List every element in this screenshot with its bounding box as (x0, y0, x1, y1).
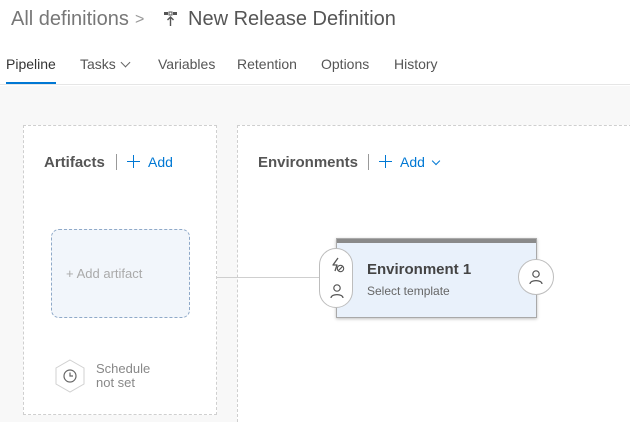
page-title: New Release Definition (188, 8, 396, 30)
approver-icon[interactable] (329, 283, 345, 299)
tab-tasks-label: Tasks (80, 56, 116, 72)
approver-icon (529, 270, 543, 285)
environment-card[interactable]: Environment 1 Select template (336, 238, 537, 318)
environments-title: Environments (258, 154, 359, 171)
plus-icon (379, 155, 392, 168)
tab-pipeline[interactable]: Pipeline (6, 56, 56, 72)
add-artifact-text: Add artifact (76, 266, 143, 281)
artifacts-title: Artifacts (44, 154, 105, 171)
select-template-link[interactable]: Select template (367, 284, 450, 298)
tab-options[interactable]: Options (321, 56, 370, 72)
environment-name: Environment 1 (367, 261, 472, 278)
pre-deployment-conditions (319, 248, 353, 308)
trigger-icon[interactable] (329, 257, 345, 273)
add-artifact-label: +Add artifact (66, 266, 142, 281)
environment-card-status-bar (337, 239, 536, 243)
artifacts-divider (116, 154, 117, 170)
plus-icon (127, 155, 140, 168)
chevron-down-icon (120, 57, 131, 68)
tab-bar: Pipeline Tasks Variables Retention Optio… (0, 50, 630, 86)
add-label: Add (400, 154, 425, 170)
tab-retention[interactable]: Retention (237, 56, 297, 72)
pipeline-connector (216, 277, 321, 278)
add-environment-button[interactable]: Add (379, 154, 441, 170)
release-definition-icon (164, 11, 177, 26)
tab-history[interactable]: History (394, 56, 438, 72)
clock-icon[interactable] (54, 359, 86, 393)
environments-divider (368, 154, 369, 170)
breadcrumb-all-definitions[interactable]: All definitions (11, 8, 129, 30)
add-label: Add (148, 154, 173, 170)
tab-divider (0, 84, 630, 85)
header: All definitions > New Release Definition (0, 0, 630, 42)
tab-tasks[interactable]: Tasks (80, 56, 131, 72)
tab-variables[interactable]: Variables (158, 56, 216, 72)
post-deployment-approver-button[interactable] (518, 259, 554, 295)
chevron-down-icon (431, 156, 441, 166)
add-artifact-tile[interactable]: +Add artifact (51, 229, 190, 318)
schedule-status: Schedule not set (96, 362, 176, 390)
plus-icon: + (66, 266, 74, 281)
schedule-line-1: Schedule (96, 361, 151, 376)
breadcrumb-separator: > (135, 11, 145, 28)
schedule-line-2: not set (96, 375, 136, 390)
active-tab-indicator (6, 82, 56, 84)
add-artifact-source-button[interactable]: Add (127, 154, 173, 170)
